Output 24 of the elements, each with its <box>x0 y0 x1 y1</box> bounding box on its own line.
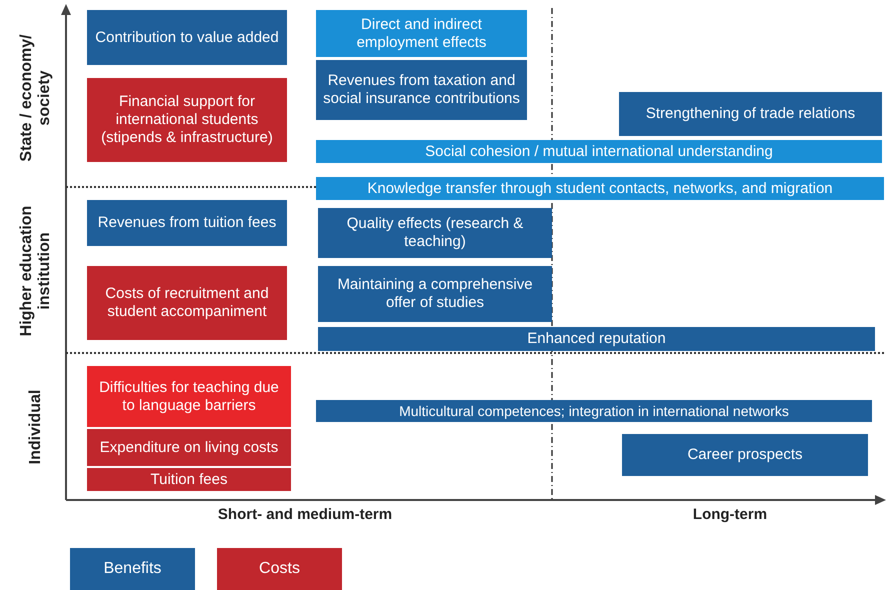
column-label: Short- and medium-term <box>216 506 394 524</box>
text-box: Multicultural competences; integration in international networks <box>316 400 872 422</box>
text-box: Social cohesion / mutual international understanding <box>316 140 882 163</box>
row-label: State / economy/ society <box>16 33 54 164</box>
text-box: Revenues from taxation and social insurance contributions <box>316 60 527 120</box>
text-box: Tuition fees <box>87 468 291 491</box>
column-label: Long-term <box>692 506 768 524</box>
text-box: Enhanced reputation <box>318 327 875 351</box>
text-box: Expenditure on living costs <box>87 429 291 466</box>
text-box: Costs of recruitment and student accompaniment <box>87 266 287 340</box>
legend-label: Costs <box>259 560 300 578</box>
text-box: Financial support for international students (stipends & infrastructure) <box>87 78 287 162</box>
text-box: Quality effects (research & teaching) <box>318 208 552 258</box>
text-box: Revenues from tuition fees <box>87 200 287 246</box>
row-label: Individual <box>26 388 45 466</box>
legend-label: Benefits <box>104 560 162 578</box>
text-box: Strengthening of trade relations <box>619 92 882 136</box>
text-box: Career prospects <box>622 434 868 476</box>
text-box: Knowledge transfer through student contacts, networks, and migration <box>316 177 884 200</box>
text-box: Difficulties for teaching due to language barriers <box>87 366 291 427</box>
row-label: Higher education institution <box>16 204 54 338</box>
text-box: Direct and indirect employment effects <box>316 10 527 57</box>
text-box: Contribution to value added <box>87 10 287 65</box>
text-box: Maintaining a comprehensive offer of studies <box>318 266 552 322</box>
